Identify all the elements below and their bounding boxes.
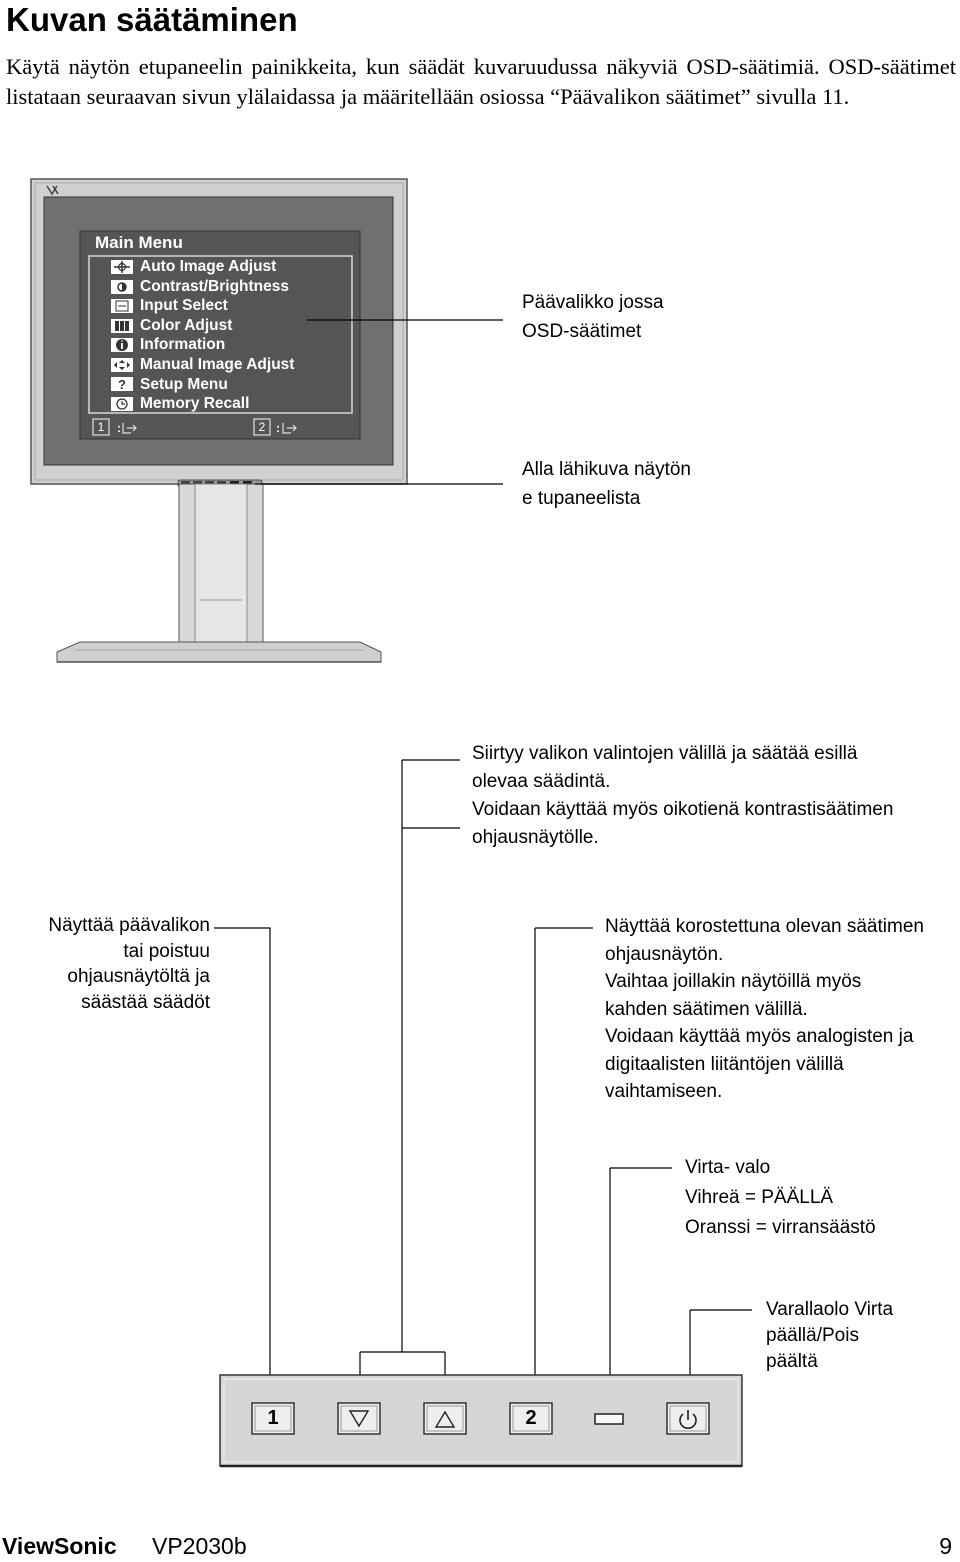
svg-text::: :	[276, 421, 280, 435]
callout-power: Varallaolo Virta päällä/Pois päältä	[766, 1297, 893, 1375]
callout-line-button2	[534, 927, 593, 1398]
osd-icons: ?	[111, 260, 133, 411]
callout-main-menu-line2: OSD-säätimet	[522, 321, 642, 342]
svg-text::: :	[117, 421, 121, 435]
callout-led-line1: Virta- valo	[685, 1157, 771, 1178]
callout-button2-line4: kahden säätimen välillä.	[605, 998, 808, 1020]
osd-item-memory-recall: Memory Recall	[140, 395, 250, 413]
callout-button2-line5: Voidaan käyttää myös analogisten ja	[605, 1026, 914, 1047]
panel-button-down	[337, 1402, 381, 1435]
intro-paragraph: Käytä näytön etupaneelin painikkeita, ku…	[6, 54, 956, 109]
callout-button1: Näyttää päävalikon tai poistuu ohjausnäy…	[0, 913, 210, 1015]
front-panel-strip	[219, 1374, 743, 1467]
callout-main-menu-line1: Päävalikko jossa	[522, 292, 664, 313]
footer-model: VP2030b	[152, 1533, 247, 1559]
osd-item-information: Information	[140, 336, 226, 354]
panel-button-1-label: 1	[267, 1407, 279, 1429]
monitor-stand	[56, 483, 382, 663]
callout-button1-line1: Näyttää päävalikon	[48, 915, 210, 936]
up-triangle-icon	[434, 1410, 456, 1428]
callout-closeup-line1: Alla lähikuva näytön	[522, 459, 691, 480]
panel-button-power	[666, 1402, 710, 1435]
footer-brand: ViewSonic	[2, 1533, 117, 1559]
osd-key-1-label: 1	[97, 420, 105, 434]
exit-icon	[122, 423, 137, 434]
callout-arrows: Siirtyy valikon valintojen välillä ja sä…	[472, 740, 952, 852]
callout-led: Virta- valo Vihreä = PÄÄLLÄ Oranssi = vi…	[685, 1153, 876, 1243]
callout-closeup-line2: e tupaneelista	[522, 488, 641, 509]
power-icon	[679, 1410, 697, 1429]
svg-text:?: ?	[118, 377, 126, 392]
callout-button2: Näyttää korostettuna olevan säätimen ohj…	[605, 913, 960, 1106]
osd-menu-title: Main Menu	[95, 233, 183, 252]
osd-key-2-label: 2	[258, 420, 266, 434]
page-title: Kuvan säätäminen	[6, 1, 298, 38]
callout-button2-line1: Näyttää korostettuna olevan säätimen	[605, 916, 924, 937]
callout-closeup: Alla lähikuva näytön e tupaneelista	[522, 455, 691, 513]
callout-power-line3: päältä	[766, 1351, 818, 1372]
callout-arrows-line3: Voidaan käyttää myös oikotienä kontrasti…	[472, 799, 894, 820]
osd-menu-list: Auto Image Adjust Contrast/Brightness In…	[140, 257, 355, 414]
callout-button2-line7: vaihtamiseen.	[605, 1081, 723, 1102]
osd-item-input-select: Input Select	[140, 297, 228, 315]
callout-led-line2: Vihreä = PÄÄLLÄ	[685, 1187, 834, 1208]
callout-button2-line3: Vaihtaa joillakin näytöillä myös	[605, 971, 862, 992]
callout-power-line2: päällä/Pois	[766, 1325, 859, 1346]
panel-button-2-label: 2	[525, 1407, 537, 1429]
callout-button1-line3: ohjausnäytöltä ja	[67, 966, 210, 987]
viewsonic-logo-icon	[46, 185, 59, 196]
callout-power-line1: Varallaolo Virta	[766, 1299, 894, 1320]
osd-item-color-adjust: Color Adjust	[140, 316, 233, 334]
osd-item-setup-menu: Setup Menu	[140, 375, 228, 393]
callout-arrows-line2: olevaa säädintä.	[472, 771, 611, 792]
callout-led-line3: Oranssi = virransäästö	[685, 1217, 876, 1238]
callout-line-button1	[214, 927, 271, 1398]
panel-button-2	[509, 1402, 553, 1435]
callout-button1-line4: säästää säädöt	[81, 991, 210, 1013]
callout-button2-line6: digitaalisten liitäntöjen välillä	[605, 1053, 844, 1075]
callout-line-arrows	[359, 759, 460, 1398]
panel-button-up	[423, 1402, 467, 1435]
callout-button1-line2: tai poistuu	[123, 940, 210, 962]
question-icon	[111, 377, 133, 391]
enter-icon	[282, 423, 297, 434]
callout-main-menu: Päävalikko jossa OSD-säätimet	[522, 288, 664, 346]
callout-arrows-line4: ohjausnäytölle.	[472, 827, 599, 848]
osd-item-contrast-brightness: Contrast/Brightness	[140, 277, 289, 295]
callout-line-led	[609, 1167, 672, 1405]
callout-button2-line2: ohjausnäytön.	[605, 943, 724, 965]
down-triangle-icon	[348, 1410, 370, 1428]
callout-arrows-line1: Siirtyy valikon valintojen välillä ja sä…	[472, 743, 858, 764]
osd-item-auto-image-adjust: Auto Image Adjust	[140, 258, 277, 275]
osd-key-1-box	[92, 418, 110, 436]
osd-key-2-box	[253, 418, 271, 436]
panel-button-1	[251, 1402, 295, 1435]
osd-item-manual-image-adjust: Manual Image Adjust	[140, 355, 295, 373]
move-icon	[111, 358, 133, 372]
power-led-icon	[594, 1413, 624, 1425]
page-number: 9	[939, 1533, 952, 1559]
